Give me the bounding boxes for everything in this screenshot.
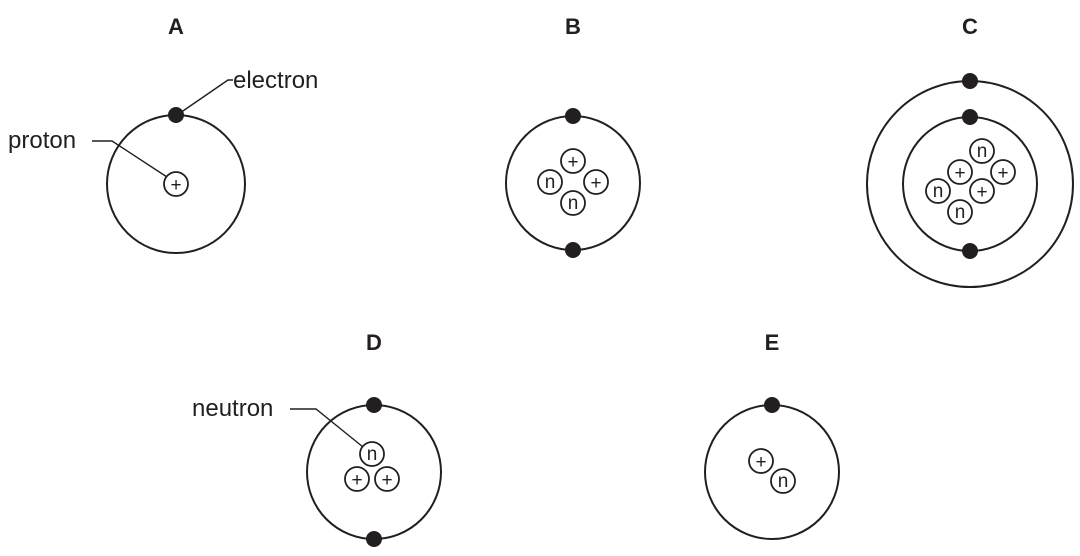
atom-c-inner-shell xyxy=(902,116,1038,252)
atom-c-neutron-symbol: n xyxy=(955,202,966,223)
proton-leader-line xyxy=(92,140,168,178)
atom-e-proton xyxy=(748,448,774,474)
atom-d: D n + + neutron xyxy=(192,330,442,547)
atom-d-proton xyxy=(374,466,400,492)
atom-d-neutron-symbol: n xyxy=(367,444,378,465)
atom-d-title: D xyxy=(366,330,382,355)
atom-c-neutron xyxy=(947,199,973,225)
atom-b: B + n + n xyxy=(505,14,641,258)
atom-c-electron xyxy=(962,109,978,125)
atom-d-proton-symbol: + xyxy=(381,470,392,491)
atom-e-shell xyxy=(704,404,840,540)
atom-b-proton-symbol: + xyxy=(567,152,578,173)
atom-b-neutron xyxy=(560,190,586,216)
atom-c-proton-symbol: + xyxy=(997,163,1008,184)
atom-c-proton-symbol: + xyxy=(976,182,987,203)
atom-c-proton xyxy=(990,159,1016,185)
atom-b-electron xyxy=(565,242,581,258)
atom-c-neutron-symbol: n xyxy=(933,181,944,202)
atom-b-proton-symbol: + xyxy=(590,173,601,194)
atom-c-electron xyxy=(962,243,978,259)
atom-e-electron xyxy=(764,397,780,413)
atom-e-neutron xyxy=(770,468,796,494)
atom-e-proton-symbol: + xyxy=(755,452,766,473)
atom-b-neutron-symbol: n xyxy=(545,172,556,193)
atom-c-neutron-symbol: n xyxy=(977,141,988,162)
atom-a-electron xyxy=(168,107,184,123)
atom-c-proton xyxy=(969,178,995,204)
atom-e: E + n xyxy=(704,330,840,540)
atom-a-title: A xyxy=(168,14,184,39)
atom-c-neutron xyxy=(925,178,951,204)
atom-c-electron xyxy=(962,73,978,89)
neutron-leader-line xyxy=(290,408,364,448)
atom-b-shell xyxy=(505,115,641,251)
neutron-label: neutron xyxy=(192,395,273,422)
atom-b-proton xyxy=(560,148,586,174)
atom-d-electron xyxy=(366,397,382,413)
atom-c-proton-symbol: + xyxy=(954,163,965,184)
electron-leader-line xyxy=(179,79,233,114)
atom-a: A + electron proton xyxy=(8,14,318,254)
atom-d-shell xyxy=(306,404,442,540)
atom-e-neutron-symbol: n xyxy=(778,471,789,492)
proton-label: proton xyxy=(8,127,76,154)
atom-c: C n + + n + n xyxy=(866,14,1074,288)
atom-b-neutron xyxy=(537,169,563,195)
atom-d-proton-symbol: + xyxy=(351,470,362,491)
atom-c-title: C xyxy=(962,14,978,39)
atom-a-proton-symbol: + xyxy=(170,175,181,196)
electron-label: electron xyxy=(233,67,318,94)
atom-a-proton xyxy=(163,171,189,197)
atom-d-electron xyxy=(366,531,382,547)
atom-b-electron xyxy=(565,108,581,124)
atom-e-title: E xyxy=(765,330,780,355)
atom-b-neutron-symbol: n xyxy=(568,193,579,214)
atom-c-proton xyxy=(947,159,973,185)
atom-c-neutron xyxy=(969,138,995,164)
atom-d-proton xyxy=(344,466,370,492)
atom-b-proton xyxy=(583,169,609,195)
atom-d-neutron xyxy=(359,441,385,467)
atom-b-title: B xyxy=(565,14,581,39)
